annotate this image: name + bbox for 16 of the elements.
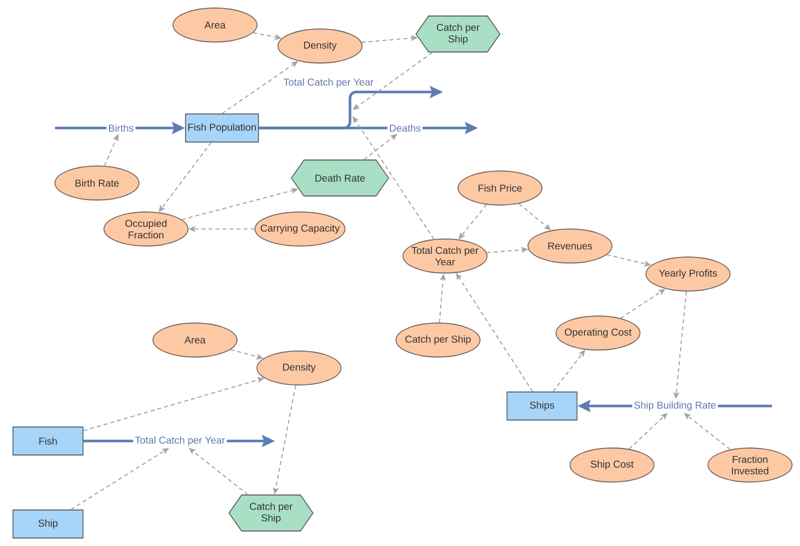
flow-label: Births <box>106 122 136 134</box>
stock-box: Fish Population <box>185 114 259 142</box>
stock-box: Ship <box>12 510 84 538</box>
hexagon-node: Catch per Ship <box>228 494 314 532</box>
hexagon-node: Death Rate <box>290 160 390 196</box>
flow-pipe <box>718 404 772 408</box>
flow-label: Deaths <box>388 122 422 134</box>
flow-pipe <box>258 126 388 130</box>
stock-box: Fish <box>12 426 84 456</box>
stock-box: Ships <box>506 392 578 420</box>
flow-label: Ship Building Rate <box>632 399 718 413</box>
flow-pipe <box>83 440 134 442</box>
hexagon-node: Catch per Ship <box>415 16 501 52</box>
edge-label: Total Catch per Year <box>282 76 376 90</box>
flow-label: Total Catch per Year <box>133 434 227 448</box>
flow-pipe <box>55 126 107 130</box>
